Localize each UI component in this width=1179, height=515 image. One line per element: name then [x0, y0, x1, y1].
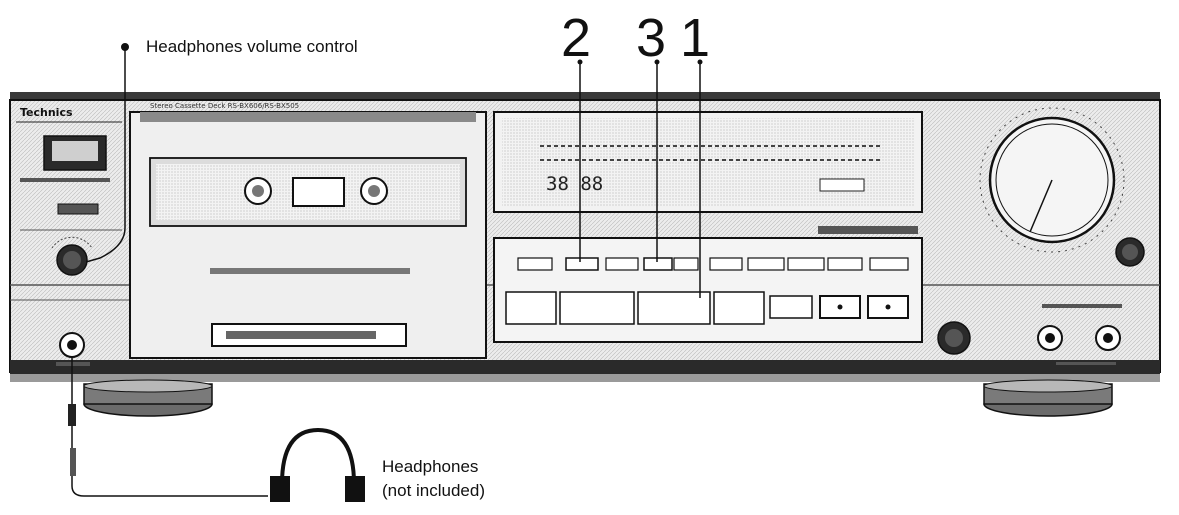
headphone-cable	[71, 357, 268, 497]
function-button-d[interactable]	[747, 257, 785, 271]
volume-callout: Headphones volume control	[85, 37, 358, 263]
tape-counter: 38 88	[546, 173, 603, 195]
play-button[interactable]	[637, 291, 711, 325]
function-button-e[interactable]	[787, 257, 825, 271]
headphone-plug	[68, 404, 76, 426]
tape-window-center	[292, 177, 345, 207]
rec-level-scale	[979, 107, 1125, 253]
function-button-2[interactable]	[565, 257, 599, 271]
right-ear-cup	[345, 476, 365, 502]
step-3-number: 3	[636, 8, 666, 68]
volume-control-label: Headphones volume control	[146, 37, 358, 56]
fast-forward-button[interactable]	[713, 291, 765, 325]
dolby-badge	[818, 226, 918, 234]
model-text: Stereo Cassette Deck RS-BX606/RS-BX505	[150, 102, 299, 110]
door-caption	[210, 268, 410, 274]
headphones-illustration: Headphones (not included)	[68, 357, 485, 502]
rewind-button[interactable]	[505, 291, 557, 325]
stop-button[interactable]	[559, 291, 635, 325]
display-section: Stereo Cassette Deck RS-BX606/RS-BX505 3…	[150, 102, 923, 234]
deck-feet	[83, 379, 1113, 417]
left-ear-cup	[270, 476, 290, 502]
step-1-number: 1	[680, 8, 710, 68]
power-button-face	[52, 141, 98, 161]
headband	[280, 427, 356, 485]
level-meter	[540, 145, 880, 161]
nr-indicator	[819, 178, 865, 192]
headphones-note: (not included)	[382, 481, 485, 500]
auto-tape-select-button[interactable]	[57, 203, 99, 215]
headphones-label: Headphones	[382, 457, 478, 476]
function-button-3[interactable]	[643, 257, 673, 271]
function-button-c[interactable]	[709, 257, 743, 271]
brand-logo: Technics	[20, 106, 73, 119]
tape-select-button[interactable]	[517, 257, 553, 271]
step-2-number: 2	[561, 8, 591, 68]
cassette-compartment	[129, 111, 487, 359]
function-button-a[interactable]	[605, 257, 639, 271]
pause-button[interactable]	[769, 295, 813, 319]
function-button-g[interactable]	[869, 257, 909, 271]
left-control-strip: Technics	[16, 106, 122, 366]
function-button-b[interactable]	[673, 257, 699, 271]
right-section	[937, 107, 1145, 365]
transport-panel	[493, 237, 923, 343]
step-callouts: 2 3 1	[561, 8, 710, 298]
function-button-f[interactable]	[827, 257, 863, 271]
